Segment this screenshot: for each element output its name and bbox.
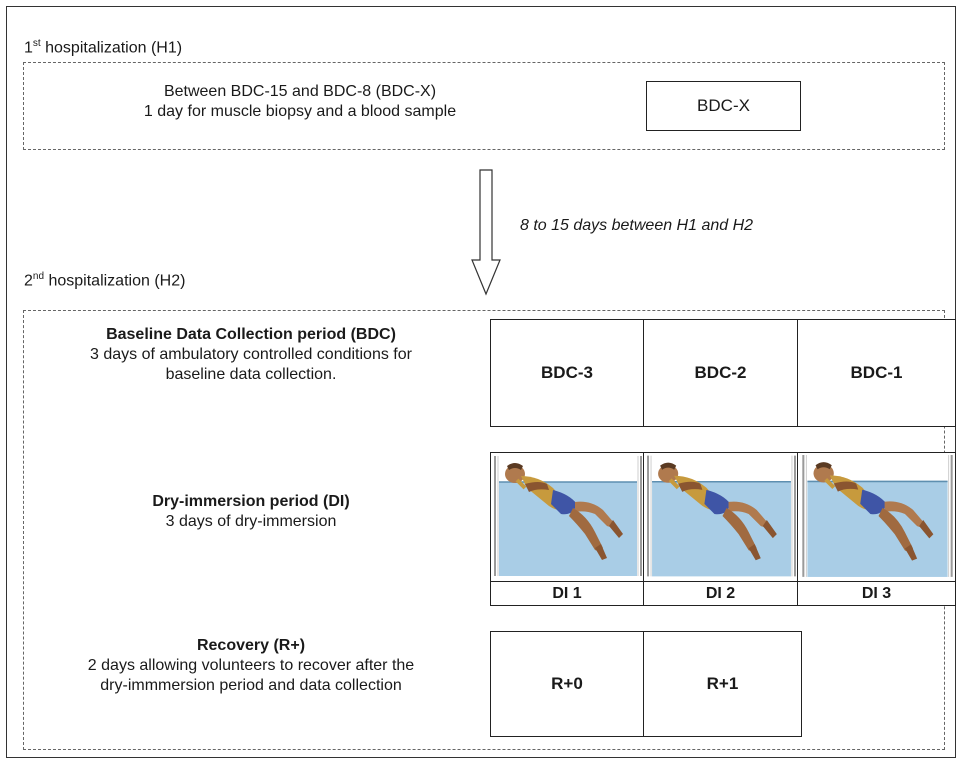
h1-line1: Between BDC-15 and BDC-8 (BDC-X) (163, 83, 437, 100)
bdc-line2: baseline data collection. (165, 366, 337, 383)
recovery-description: Recovery (R+) 2 days allowing volunteers… (26, 636, 476, 696)
di-description: Dry-immersion period (DI) 3 days of dry-… (26, 492, 476, 532)
recovery-day-2: R+1 (643, 631, 802, 737)
bdc-line1: 3 days of ambulatory controlled conditio… (90, 346, 412, 363)
h1-label: 1st hospitalization (H1) (24, 38, 183, 57)
di-line1: 3 days of dry-immersion (165, 513, 337, 530)
di-day-2: DI 2 (643, 581, 798, 606)
bdc-day-3: BDC-1 (797, 319, 956, 427)
h1-description: Between BDC-15 and BDC-8 (BDC-X) 1 day f… (40, 82, 560, 122)
di-title: Dry-immersion period (DI) (152, 493, 350, 510)
dry-immersion-illustration-2 (643, 452, 798, 582)
h1-box (23, 62, 945, 150)
bdc-day-2: BDC-2 (643, 319, 798, 427)
bdc-title: Baseline Data Collection period (BDC) (106, 326, 396, 343)
h1-line2: 1 day for muscle biopsy and a blood samp… (143, 103, 457, 120)
di-day-3: DI 3 (797, 581, 956, 606)
dry-immersion-illustration-3 (797, 452, 956, 582)
bdc-description: Baseline Data Collection period (BDC) 3 … (26, 325, 476, 385)
di-day-1: DI 1 (490, 581, 644, 606)
transition-text: 8 to 15 days between H1 and H2 (520, 217, 754, 234)
recovery-title: Recovery (R+) (196, 637, 306, 654)
bdc-x-box: BDC-X (646, 81, 801, 131)
down-arrow-icon (471, 169, 501, 296)
recovery-line1: 2 days allowing volunteers to recover af… (87, 657, 415, 674)
dry-immersion-illustration-1 (490, 452, 644, 582)
h2-label: 2nd hospitalization (H2) (24, 271, 186, 290)
recovery-line2: dry-immmersion period and data collectio… (100, 677, 402, 694)
bdc-day-1: BDC-3 (490, 319, 644, 427)
recovery-day-1: R+0 (490, 631, 644, 737)
